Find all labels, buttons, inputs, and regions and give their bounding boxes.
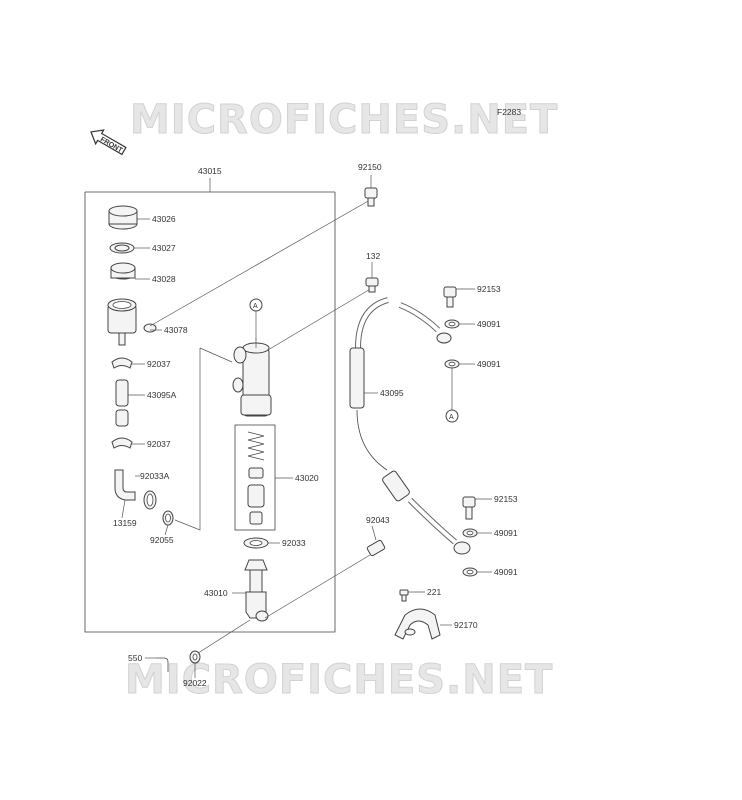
- hose-clamp: [394, 608, 441, 640]
- hose-fitting: [114, 469, 174, 526]
- washer-4: [462, 567, 478, 577]
- washer: [189, 650, 201, 664]
- figure-code: F2283: [497, 107, 521, 117]
- reservoir-tank: [107, 298, 157, 346]
- cotter-pin: [156, 657, 169, 672]
- callout-a-right: A: [449, 414, 454, 421]
- part-label: 92033: [282, 538, 306, 548]
- diaphragm-plate: [109, 242, 135, 254]
- connector-line: [174, 347, 233, 531]
- washer-2: [444, 359, 460, 369]
- piston-spring: [247, 431, 265, 525]
- part-label: 43010: [204, 588, 228, 598]
- part-label: 92037: [147, 439, 171, 449]
- callout-a-left: A: [253, 303, 258, 310]
- part-label: 43078: [164, 325, 188, 335]
- front-arrow-icon: FRONT: [90, 129, 127, 156]
- clamp-screw: [399, 589, 409, 602]
- part-label: 43027: [152, 243, 176, 253]
- diaphragm: [110, 262, 136, 280]
- circlip: [243, 537, 269, 549]
- clamp-upper: [111, 357, 133, 369]
- part-label: 49091: [494, 567, 518, 577]
- piston-kit-box: [234, 424, 276, 531]
- hose-bolt: [365, 277, 379, 293]
- part-label: 49091: [494, 528, 518, 538]
- part-label: 49091: [477, 319, 501, 329]
- watermark-bottom: MICROFICHES.NET: [125, 657, 553, 703]
- part-label: 92153: [494, 494, 518, 504]
- part-label: 92022: [183, 678, 207, 688]
- banjo-bolt-upper: [443, 286, 457, 308]
- part-label: 43026: [152, 214, 176, 224]
- part-label: 92153: [477, 284, 501, 294]
- part-label: 43020: [295, 473, 319, 483]
- brake-hose: [349, 297, 471, 555]
- part-label: 92055: [150, 535, 174, 545]
- part-label: 221: [427, 587, 441, 597]
- washer-1: [444, 319, 460, 329]
- banjo-bolt-lower: [462, 496, 476, 520]
- part-label: 49091: [477, 359, 501, 369]
- part-label: 92150: [358, 162, 382, 172]
- reservoir-bolt: [364, 187, 378, 207]
- clevis-pin: [366, 539, 386, 557]
- part-label: 13159: [113, 518, 137, 528]
- part-label: 92043: [366, 515, 390, 525]
- clamp-lower: [111, 437, 133, 449]
- watermark-top: MICROFICHES.NET: [130, 97, 558, 143]
- master-cylinder-body: [232, 342, 272, 417]
- part-label: 132: [366, 251, 380, 261]
- part-label: 43095: [380, 388, 404, 398]
- part-label: 92033A: [140, 471, 170, 481]
- reservoir-cap: [108, 205, 138, 230]
- part-label: 92170: [454, 620, 478, 630]
- part-label: 43095A: [147, 390, 177, 400]
- reservoir-hose: [115, 379, 129, 427]
- part-label: 550: [128, 653, 142, 663]
- part-label: 92037: [147, 359, 171, 369]
- push-rod: [244, 559, 269, 622]
- part-label: 43028: [152, 274, 176, 284]
- part-label: 43015: [198, 166, 222, 176]
- washer-3: [462, 528, 478, 538]
